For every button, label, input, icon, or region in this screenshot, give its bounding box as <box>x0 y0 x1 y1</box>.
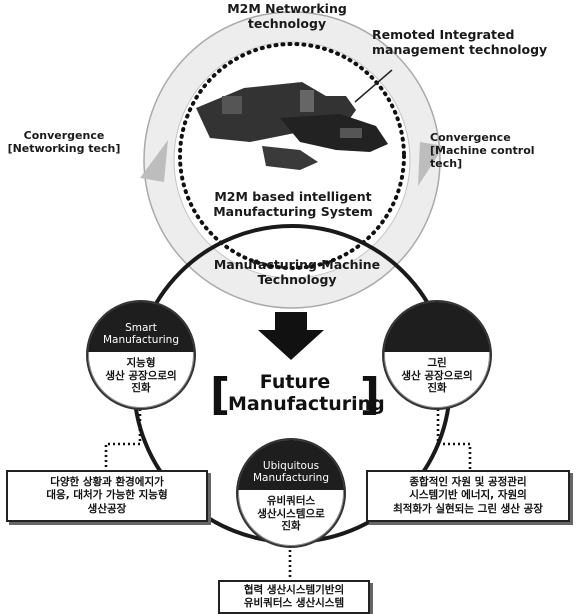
note-ubiquitous: 협력 생산시스템기반의 유비쿼터스 생산시스템 <box>218 580 370 614</box>
green-node-header <box>384 302 490 352</box>
right-bracket-icon: ] <box>359 369 380 420</box>
green-node-desc: 그린 생산 공장으로의 진화 <box>401 357 473 395</box>
convergence-machine-label: Convergence [Machine control tech] <box>430 131 535 170</box>
left-bracket-icon: [ <box>210 369 231 420</box>
remoted-pointer-line <box>354 69 393 103</box>
ubiquitous-node-desc: 유비쿼터스 생산시스템으로 진화 <box>257 495 325 533</box>
smart-node-desc: 지능형 생산 공장으로의 진화 <box>105 357 177 395</box>
m2m-intelligent-system-label: M2M based intelligent Manufacturing Syst… <box>213 189 373 219</box>
note-smart: 다양한 상황과 환경에지가 대응, 대처가 가능한 지능형 생산공장 <box>6 470 208 522</box>
future-manufacturing-title: Future Manufacturing <box>228 371 385 415</box>
ubiquitous-manufacturing-node: Ubiquitous Manufacturing 유비쿼터스 생산시스템으로 진… <box>236 438 346 548</box>
m2m-networking-label: M2M Networking technology <box>227 1 347 31</box>
ring-arrow-right <box>418 142 444 186</box>
leader-right <box>436 404 472 470</box>
smart-node-title: Smart Manufacturing <box>102 321 180 346</box>
smart-node-header: Smart Manufacturing <box>88 302 194 352</box>
ubiquitous-node-title: Ubiquitous Manufacturing <box>252 459 330 484</box>
convergence-networking-label: Convergence [Networking tech] <box>7 129 121 155</box>
smart-manufacturing-node: Smart Manufacturing 지능형 생산 공장으로의 진화 <box>86 300 196 410</box>
manufacturing-machine-label: Manufacturing Machine Technology <box>213 257 381 287</box>
ring-arrow-left <box>140 140 168 182</box>
down-arrow-icon <box>258 312 324 360</box>
remoted-integrated-label: Remoted Integrated management technology <box>372 27 548 57</box>
future-manufacturing-block: [ Future Manufacturing ] <box>210 369 385 422</box>
green-manufacturing-node: 그린 생산 공장으로의 진화 <box>382 300 492 410</box>
leader-left <box>104 404 142 470</box>
ubiquitous-node-header: Ubiquitous Manufacturing <box>238 440 344 490</box>
dotted-inner-circle <box>178 42 406 270</box>
note-green: 종합적인 자원 및 공정관리 시스템기반 에너지, 자원의 최적화가 실현되는 … <box>366 470 570 522</box>
machine-illustration <box>196 82 388 170</box>
